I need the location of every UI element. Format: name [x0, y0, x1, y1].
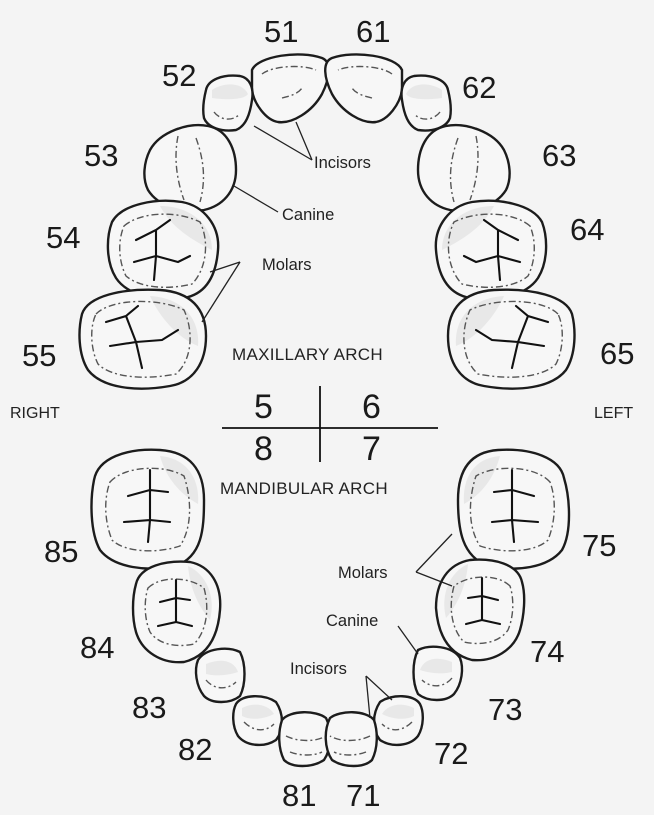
label-82: 82: [178, 732, 212, 767]
label-upper-molars: Molars: [262, 256, 312, 274]
tooth-64: [436, 201, 546, 299]
label-53: 53: [84, 138, 118, 173]
quadrant-8: 8: [254, 430, 273, 468]
quadrant-7: 7: [362, 430, 381, 468]
label-64: 64: [570, 212, 604, 247]
label-81: 81: [282, 778, 316, 813]
label-right-side: RIGHT: [10, 405, 60, 422]
tooth-73: [414, 647, 463, 700]
label-84: 84: [80, 630, 114, 665]
quadrant-6: 6: [362, 388, 381, 426]
label-52: 52: [162, 58, 196, 93]
label-upper-canine: Canine: [282, 206, 334, 224]
label-75: 75: [582, 528, 616, 563]
leader-upper-incisors: [254, 122, 312, 160]
tooth-51: [252, 54, 329, 122]
tooth-72: [374, 696, 423, 745]
label-71: 71: [346, 778, 380, 813]
label-63: 63: [542, 138, 576, 173]
label-55: 55: [22, 338, 56, 373]
tooth-63: [418, 125, 510, 211]
quadrant-5: 5: [254, 388, 273, 426]
tooth-65: [448, 290, 574, 389]
label-lower-incisors: Incisors: [290, 660, 347, 678]
label-73: 73: [488, 692, 522, 727]
tooth-84: [133, 562, 220, 663]
label-61: 61: [356, 14, 390, 49]
label-lower-canine: Canine: [326, 612, 378, 630]
tooth-53: [144, 125, 236, 211]
label-51: 51: [264, 14, 298, 49]
tooth-62: [402, 76, 451, 131]
label-54: 54: [46, 220, 80, 255]
tooth-81: [279, 712, 330, 766]
label-mandibular-arch: MANDIBULAR ARCH: [220, 479, 388, 498]
tooth-61: [325, 54, 402, 122]
tooth-74: [436, 560, 524, 661]
label-left-side: LEFT: [594, 405, 633, 422]
tooth-71: [326, 712, 377, 766]
label-62: 62: [462, 70, 496, 105]
tooth-85: [92, 450, 204, 569]
leader-lower-canine: [398, 626, 418, 654]
tooth-82: [233, 696, 282, 745]
label-83: 83: [132, 690, 166, 725]
label-maxillary-arch: MAXILLARY ARCH: [232, 345, 383, 364]
label-65: 65: [600, 336, 634, 371]
tooth-52: [203, 76, 252, 131]
tooth-83: [196, 649, 245, 702]
tooth-55: [80, 290, 206, 389]
label-upper-incisors: Incisors: [314, 154, 371, 172]
label-72: 72: [434, 736, 468, 771]
label-85: 85: [44, 534, 78, 569]
label-74: 74: [530, 634, 564, 669]
leader-upper-canine: [234, 186, 278, 212]
tooth-75: [458, 450, 569, 569]
tooth-54: [108, 201, 218, 299]
label-lower-molars: Molars: [338, 564, 388, 582]
